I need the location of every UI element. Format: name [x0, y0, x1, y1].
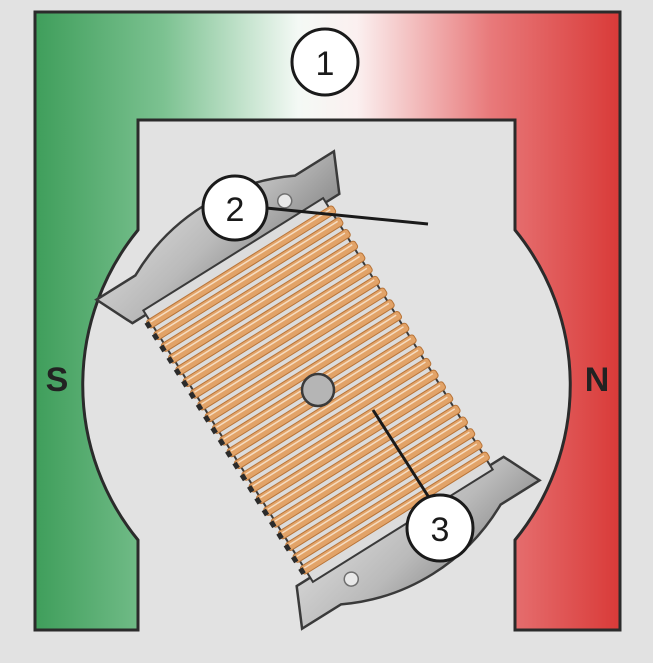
- winding-turn-edge: [276, 532, 284, 540]
- winding-turn-edge: [166, 356, 174, 365]
- callout-3-circle: [405, 493, 475, 563]
- winding-turn-edge: [225, 449, 233, 458]
- winding-turn-edge: [173, 367, 182, 376]
- winding-turn-edge: [144, 321, 152, 329]
- winding-turn-highlight: [245, 361, 426, 475]
- winding-turn-highlight: [157, 220, 338, 335]
- callout-2-circle: [201, 174, 269, 242]
- callout-1-circle: [290, 27, 360, 97]
- winding-turn-edge: [203, 414, 211, 423]
- callout-2-label: 2: [226, 191, 245, 229]
- winding-turn-highlight: [208, 302, 390, 417]
- winding-turn-edge: [159, 344, 167, 353]
- winding-turn-highlight: [186, 267, 368, 382]
- winding-turn-highlight: [194, 279, 375, 393]
- winding-turn-edge: [283, 543, 292, 552]
- callout-3-label: 3: [431, 511, 450, 549]
- rotor-hole-lower: [343, 571, 360, 587]
- callout-2-leader: [265, 206, 429, 226]
- winding-turn-highlight: [267, 396, 448, 511]
- rotor-hole-upper: [276, 193, 293, 209]
- winding-turn-highlight: [289, 431, 470, 546]
- winding-turn-highlight: [237, 349, 419, 464]
- winding-turn-highlight: [201, 291, 382, 405]
- winding-turn-edge: [151, 332, 160, 341]
- winding-turn-highlight: [179, 255, 360, 370]
- permanent-magnet: [33, 10, 622, 632]
- winding-turn-highlight: [150, 208, 331, 323]
- winding-turn-highlight: [259, 384, 441, 499]
- winding-turn-highlight: [296, 443, 478, 557]
- winding-turn-edge: [239, 473, 248, 482]
- winding-turn-highlight: [252, 373, 434, 487]
- callout-1-label: 1: [316, 45, 335, 83]
- winding-turn-highlight: [303, 455, 485, 569]
- armature-winding: [144, 205, 490, 575]
- rotor-shaft: [300, 372, 336, 408]
- winding-turn-highlight: [215, 314, 397, 429]
- winding-turn-edge: [261, 508, 270, 517]
- winding-turn-highlight: [172, 244, 353, 358]
- pole-label-south: S: [46, 361, 69, 399]
- rotor: [94, 149, 542, 631]
- winding-turn-edge: [290, 555, 299, 564]
- winding-turn-edge: [210, 426, 218, 435]
- winding-turn-edge: [195, 403, 204, 411]
- winding-turn-highlight: [274, 408, 456, 522]
- winding-turn-highlight: [281, 419, 463, 534]
- winding-turn-edge: [188, 391, 196, 400]
- winding-turn-edge: [254, 496, 262, 505]
- winding-turn-edge: [247, 485, 255, 493]
- callout-3-leader: [371, 409, 430, 497]
- winding-turn-edge: [181, 379, 189, 388]
- winding-turn-edge: [217, 438, 226, 447]
- winding-turn-edge: [269, 520, 277, 529]
- winding-turn-edge: [232, 461, 240, 470]
- pole-label-north: N: [585, 361, 610, 399]
- winding-turn-highlight: [164, 232, 346, 347]
- winding-turn-edge: [298, 567, 306, 575]
